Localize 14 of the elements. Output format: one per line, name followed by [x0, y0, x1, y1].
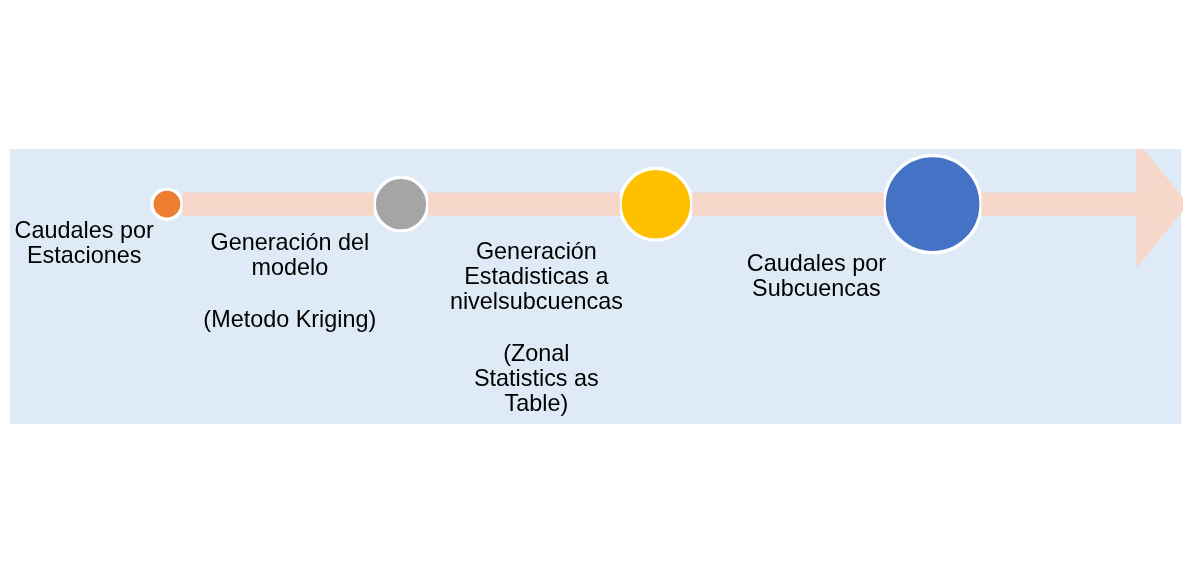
- node-circle: [618, 166, 694, 242]
- connector: [182, 192, 374, 216]
- connector: [692, 192, 884, 216]
- node-label: (Metodo Kriging): [203, 305, 377, 332]
- node-label: (Zonal Statistics as Table): [473, 339, 599, 416]
- node-label: Caudales por Subcuencas: [746, 250, 886, 302]
- node-label: Caudales por Estaciones: [14, 216, 154, 269]
- node-label: Generación del modelo: [210, 228, 370, 280]
- node-circle: [882, 154, 983, 255]
- node-circle: [372, 175, 430, 233]
- arrow: [981, 149, 1183, 268]
- node-label: Generación Estadisticas a nivelsubcuencas: [449, 237, 623, 314]
- connector: [428, 192, 620, 216]
- node-circle: [150, 187, 184, 221]
